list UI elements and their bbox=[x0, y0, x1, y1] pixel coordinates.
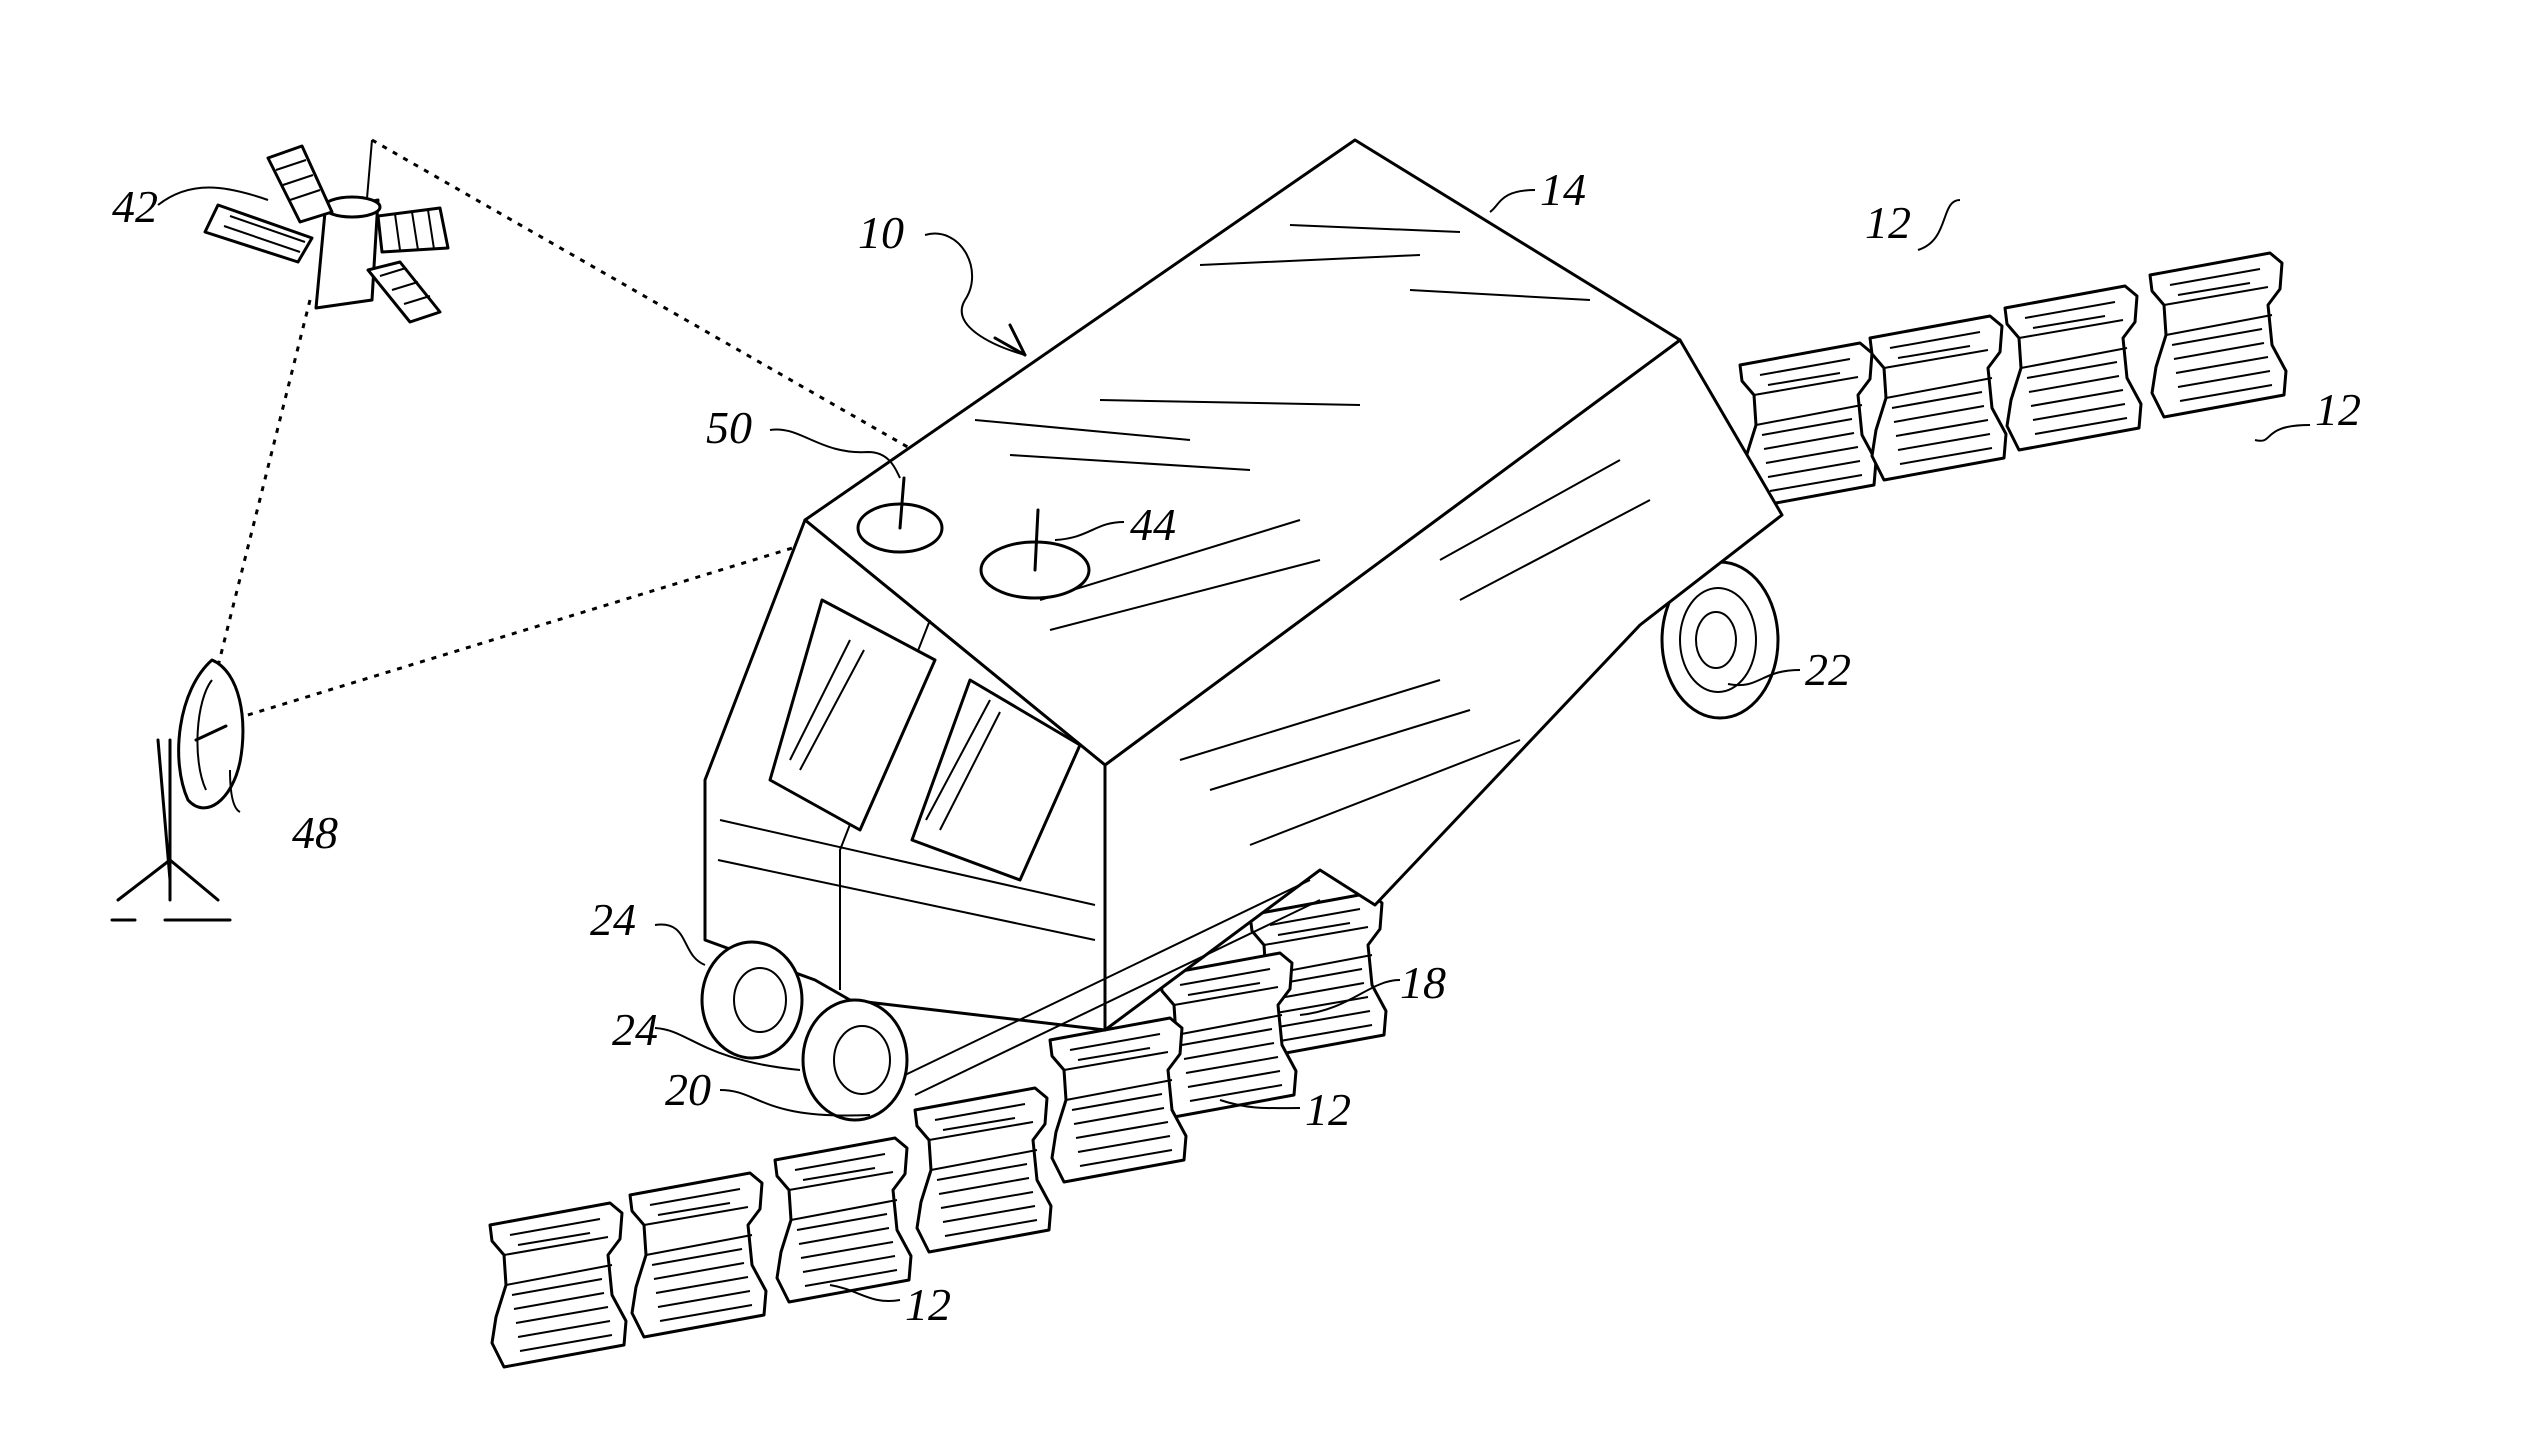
label-roof-panel: 14 bbox=[1540, 164, 1586, 215]
label-front-wheel-lower: 24 bbox=[612, 1004, 658, 1055]
satellite-icon bbox=[205, 146, 448, 322]
concrete-barrier-segment-icon bbox=[2005, 286, 2141, 450]
label-barrier-right-lower: 12 bbox=[2315, 384, 2361, 435]
label-transfer-conveyor: 18 bbox=[1400, 957, 1446, 1008]
label-antenna-left: 50 bbox=[706, 402, 752, 453]
label-front-frame: 20 bbox=[665, 1064, 711, 1115]
label-front-wheel-upper: 24 bbox=[590, 894, 636, 945]
concrete-barrier-segment-icon bbox=[2150, 253, 2286, 417]
barrier-row-right bbox=[1740, 253, 2286, 507]
concrete-barrier-segment-icon bbox=[490, 1203, 626, 1367]
label-antenna-right: 44 bbox=[1130, 499, 1176, 550]
label-rear-wheel: 22 bbox=[1805, 644, 1851, 695]
front-wheel-lower bbox=[803, 1000, 907, 1120]
front-wheel-upper bbox=[702, 942, 802, 1058]
concrete-barrier-segment-icon bbox=[630, 1173, 766, 1337]
label-barrier-center: 12 bbox=[1305, 1084, 1351, 1135]
label-satellite: 42 bbox=[112, 181, 158, 232]
label-vehicle: 10 bbox=[858, 207, 904, 258]
concrete-barrier-segment-icon bbox=[1050, 1018, 1186, 1182]
satellite-dish-icon bbox=[112, 660, 243, 920]
concrete-barrier-segment-icon bbox=[775, 1138, 911, 1302]
satellite-to-dish-link bbox=[212, 300, 310, 690]
barrier-row-bottom bbox=[490, 1088, 1051, 1367]
label-barrier-top-right: 12 bbox=[1865, 197, 1911, 248]
concrete-barrier-segment-icon bbox=[1870, 316, 2006, 480]
label-ground-station: 48 bbox=[292, 807, 338, 858]
concrete-barrier-segment-icon bbox=[915, 1088, 1051, 1252]
label-barrier-bottom: 12 bbox=[905, 1279, 951, 1330]
